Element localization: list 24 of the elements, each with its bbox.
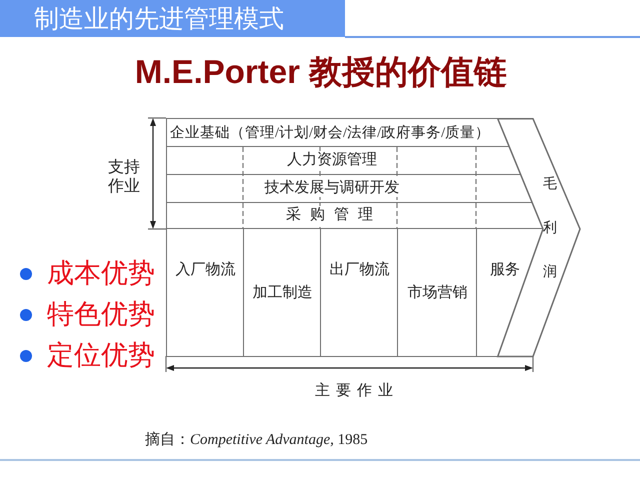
margin-label: 毛利润: [543, 176, 557, 282]
support-activity-row: [166, 203, 543, 229]
activity-label: 加工制造: [252, 284, 312, 302]
activity-label: 人力资源管理: [287, 151, 377, 169]
support-activity-row: [166, 147, 521, 175]
support-activity-row: [166, 118, 509, 147]
activity-label: 入厂物流: [176, 261, 236, 279]
activity-label: 技术发展与调研开发: [264, 179, 400, 197]
activity-label: 服务: [490, 261, 520, 279]
bracket-label: 主要作业: [315, 382, 399, 400]
activity-label: 市场营销: [408, 284, 468, 302]
header-banner: 制造业的先进管理模式: [0, 0, 345, 37]
primary-activity-column: [397, 229, 476, 357]
list-item-text: 成本优势: [47, 257, 155, 291]
primary-activity-column: [243, 229, 320, 357]
primary-activity-column: [320, 229, 397, 357]
bracket-label: 支持作业: [108, 158, 141, 196]
list-item-text: 定位优势: [47, 339, 155, 373]
primary-activity-column: [166, 229, 243, 357]
title-text: M.E.Porter 教授的价值链: [134, 52, 508, 92]
activity-label: 出厂物流: [330, 261, 390, 279]
list-item-text: 特色优势: [47, 298, 155, 332]
support-activity-row: [166, 175, 532, 203]
caption-text: 摘自：Competitive Advantage, 1985: [145, 431, 368, 450]
